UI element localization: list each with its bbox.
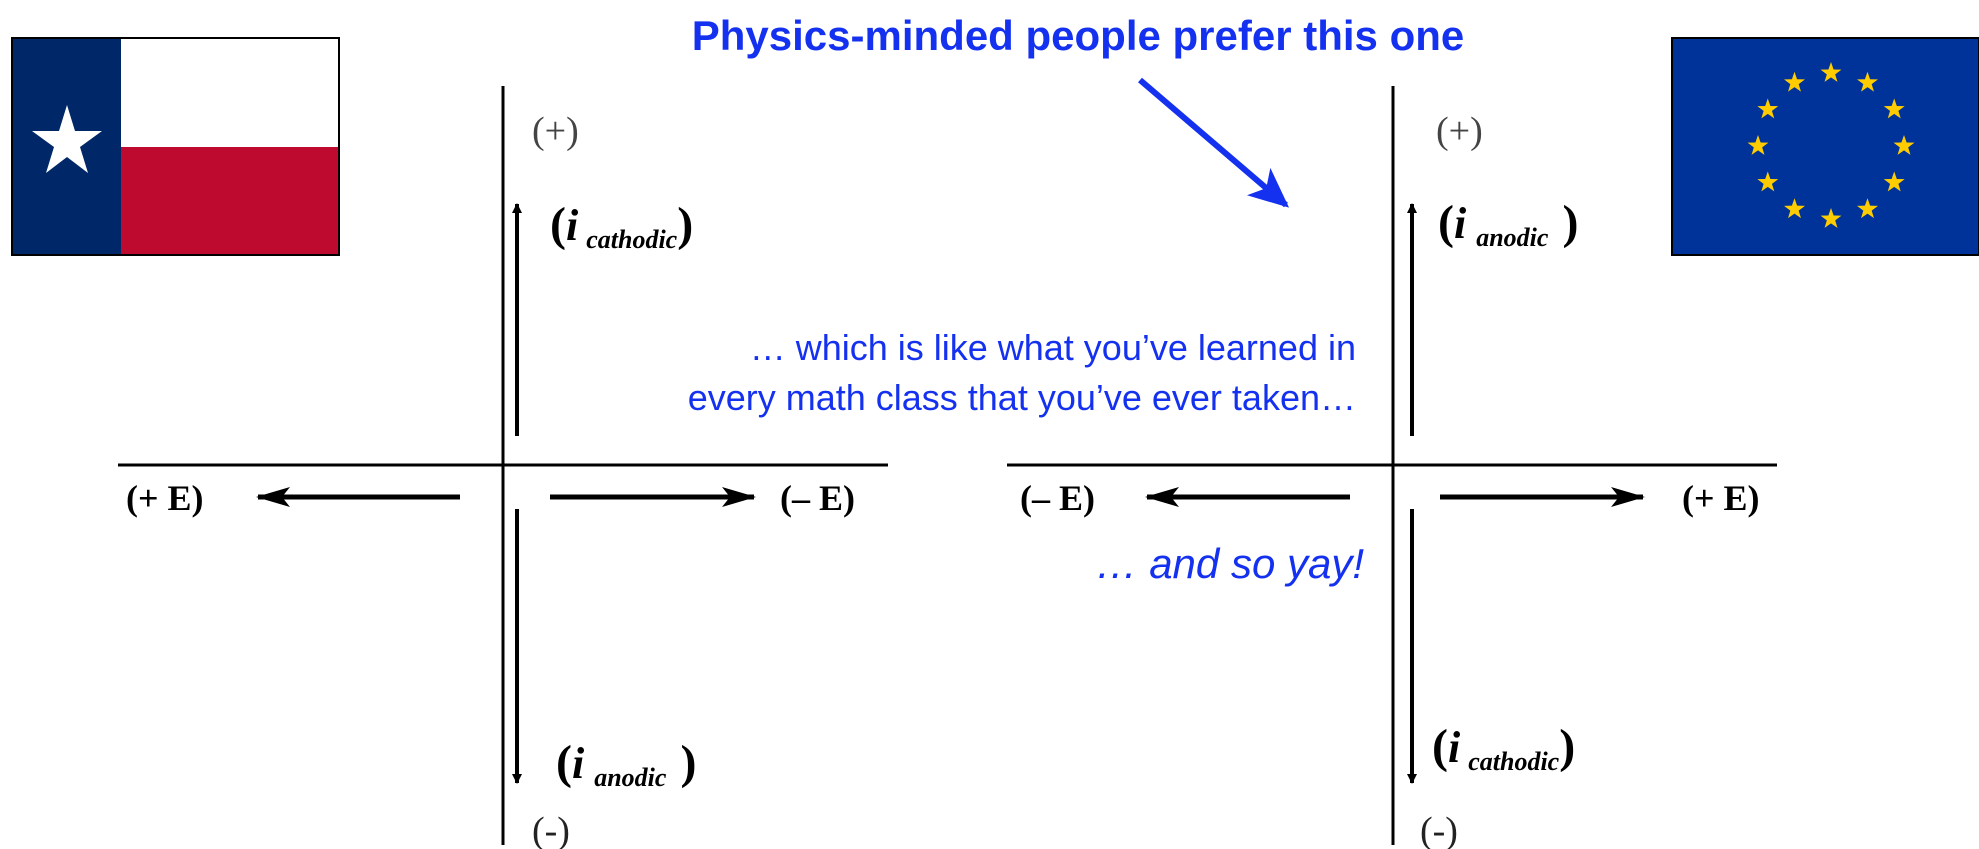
right-top-sign: (+) <box>1436 110 1483 152</box>
eu-star-icon <box>1757 98 1779 119</box>
eu-star-icon <box>1747 135 1769 155</box>
note-yay: … and so yay! <box>1096 540 1365 587</box>
eu-star-icon <box>1784 198 1805 219</box>
eu-star-icon <box>1820 208 1842 228</box>
eu-star-icon <box>1857 71 1878 92</box>
eu-star-icon <box>1883 98 1905 119</box>
left-axis-right-label: (– E) <box>780 478 855 518</box>
right-bottom-sign: (-) <box>1420 810 1458 849</box>
heading: Physics-minded people prefer this one <box>692 12 1465 59</box>
eu-star-icon <box>1893 135 1915 155</box>
eu-flag-icon <box>1671 37 1979 256</box>
right-axis-left-label: (– E) <box>1020 478 1095 518</box>
left-bottom-sign: (-) <box>532 810 570 849</box>
eu-star-icon <box>1784 71 1805 92</box>
eu-star-icon <box>1883 171 1905 192</box>
left-top-sign: (+) <box>532 110 579 152</box>
note-line-2: every math class that you’ve ever taken… <box>688 377 1356 418</box>
texas-flag-icon <box>11 37 340 256</box>
eu-star-icon <box>1820 62 1842 82</box>
note-line-1: … which is like what you’ve learned in <box>750 327 1356 368</box>
right-axis-right-label: (+ E) <box>1682 478 1760 518</box>
eu-star-icon <box>1757 171 1779 192</box>
left-axis-left-label: (+ E) <box>126 478 204 518</box>
eu-star-icon <box>1857 198 1878 219</box>
pointer-arrow <box>1138 77 1290 208</box>
